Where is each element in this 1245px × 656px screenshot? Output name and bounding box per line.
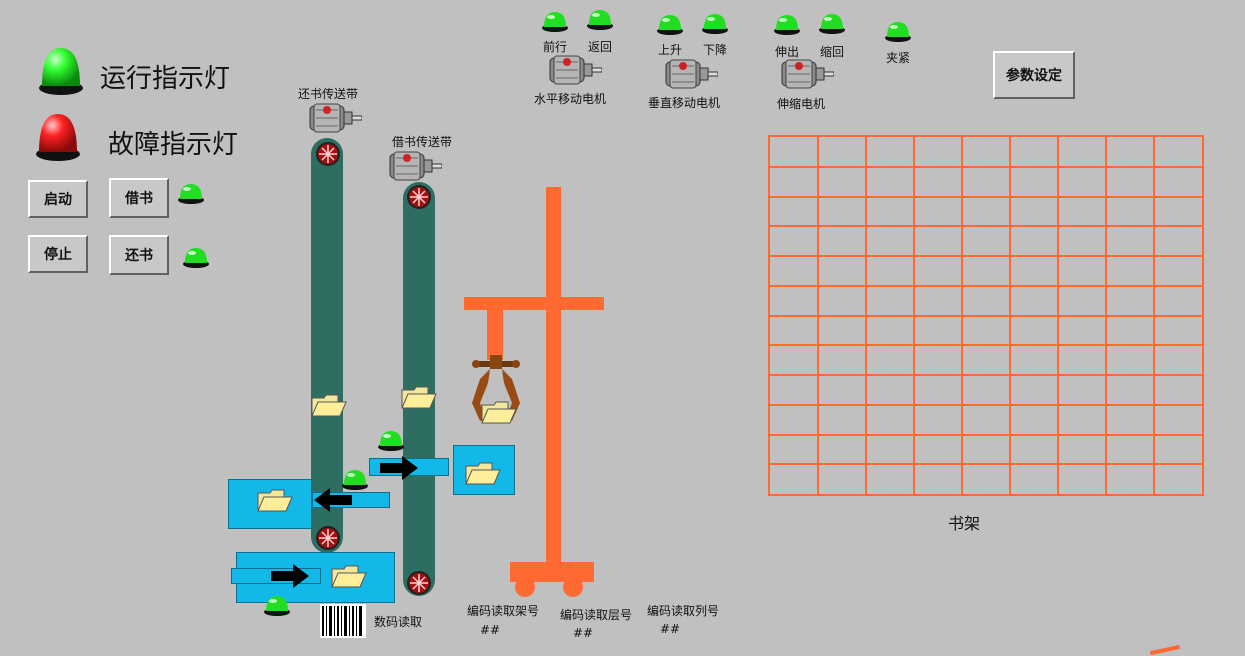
- run-indicator-lamp-icon: [36, 44, 86, 96]
- forward-lamp-icon: [540, 9, 570, 33]
- back-lamp-icon: [585, 7, 615, 31]
- barcode-icon: [320, 604, 366, 638]
- borrow-button[interactable]: 借书: [109, 178, 169, 218]
- arrow-right-icon: [271, 563, 311, 589]
- shelf-number-value: ##: [480, 623, 501, 637]
- book-icon: [330, 563, 368, 589]
- up-lamp-icon: [655, 12, 685, 36]
- run-indicator-label: 运行指示灯: [100, 64, 231, 94]
- orange-corner-fragment: [1149, 644, 1181, 656]
- clamp-lamp-icon: [883, 19, 913, 43]
- shelf-grid-line: [770, 404, 1202, 406]
- book-icon: [400, 384, 438, 410]
- shelf-number-label: 编码读取架号: [467, 604, 540, 618]
- return-button[interactable]: 还书: [109, 235, 169, 275]
- book-icon: [480, 399, 518, 425]
- arrow-right-icon: [380, 455, 420, 481]
- arrow-left-icon: [312, 487, 352, 513]
- pulley-icon: [316, 526, 340, 550]
- borrow-belt-motor-icon: [388, 150, 442, 182]
- return-lamp-icon: [181, 245, 211, 269]
- crane-crossbar: [464, 297, 604, 310]
- borrow-belt-label: 借书传送带: [392, 135, 453, 149]
- shelf-grid-line: [770, 196, 1202, 198]
- forward-label: 前行: [543, 40, 568, 54]
- book-icon: [310, 392, 348, 418]
- pulley-icon: [407, 185, 431, 209]
- column-number-label: 编码读取列号: [647, 604, 720, 618]
- fault-indicator-label: 故障指示灯: [108, 130, 239, 160]
- extend-label: 伸出: [775, 45, 800, 59]
- pusher-lamp-icon: [262, 593, 292, 617]
- crane-mast: [546, 187, 561, 577]
- return-belt-label: 还书传送带: [298, 87, 359, 101]
- clamp-label: 夹紧: [886, 51, 911, 65]
- layer-number-value: ##: [573, 626, 594, 640]
- gripper-claw-icon: [468, 355, 524, 425]
- bookshelf-grid: [768, 135, 1204, 496]
- shelf-grid-line: [770, 463, 1202, 465]
- params-button[interactable]: 参数设定: [993, 51, 1075, 99]
- telescopic-motor-label: 伸缩电机: [777, 97, 826, 111]
- pusher-lamp-icon: [376, 428, 406, 452]
- borrow-lamp-icon: [176, 181, 206, 205]
- barcode-read-label: 数码读取: [374, 615, 423, 629]
- retract-label: 缩回: [820, 45, 845, 59]
- pulley-icon: [407, 571, 431, 595]
- bookshelf-label: 书架: [948, 514, 981, 533]
- shelf-grid-line: [770, 374, 1202, 376]
- crane-wheel-icon: [562, 576, 584, 598]
- telescopic-motor-icon: [780, 58, 834, 90]
- return-belt-motor-icon: [308, 102, 362, 134]
- pusher-lamp-icon: [340, 467, 370, 491]
- shelf-grid-line: [770, 285, 1202, 287]
- down-lamp-icon: [700, 11, 730, 35]
- shelf-grid-line: [770, 225, 1202, 227]
- vertical-motor-label: 垂直移动电机: [648, 96, 721, 110]
- shelf-grid-line: [770, 315, 1202, 317]
- retract-lamp-icon: [817, 11, 847, 35]
- extend-lamp-icon: [772, 12, 802, 36]
- book-icon: [464, 460, 502, 486]
- shelf-grid-line: [770, 166, 1202, 168]
- stop-button[interactable]: 停止: [28, 235, 88, 273]
- pulley-icon: [316, 142, 340, 166]
- shelf-grid-line: [770, 344, 1202, 346]
- return-conveyor-belt: [311, 138, 343, 553]
- fault-indicator-lamp-icon: [33, 110, 83, 162]
- up-label: 上升: [658, 43, 683, 57]
- down-label: 下降: [703, 43, 728, 57]
- crane-arm: [487, 310, 503, 360]
- column-number-value: ##: [660, 622, 681, 636]
- shelf-grid-line: [770, 434, 1202, 436]
- crane-wheel-icon: [514, 576, 536, 598]
- shelf-grid-line: [770, 255, 1202, 257]
- horizontal-motor-icon: [548, 54, 602, 86]
- vertical-motor-icon: [664, 58, 718, 90]
- start-button[interactable]: 启动: [28, 180, 88, 218]
- back-label: 返回: [588, 40, 613, 54]
- book-icon: [256, 487, 294, 513]
- horizontal-motor-label: 水平移动电机: [534, 92, 607, 106]
- layer-number-label: 编码读取层号: [560, 608, 633, 622]
